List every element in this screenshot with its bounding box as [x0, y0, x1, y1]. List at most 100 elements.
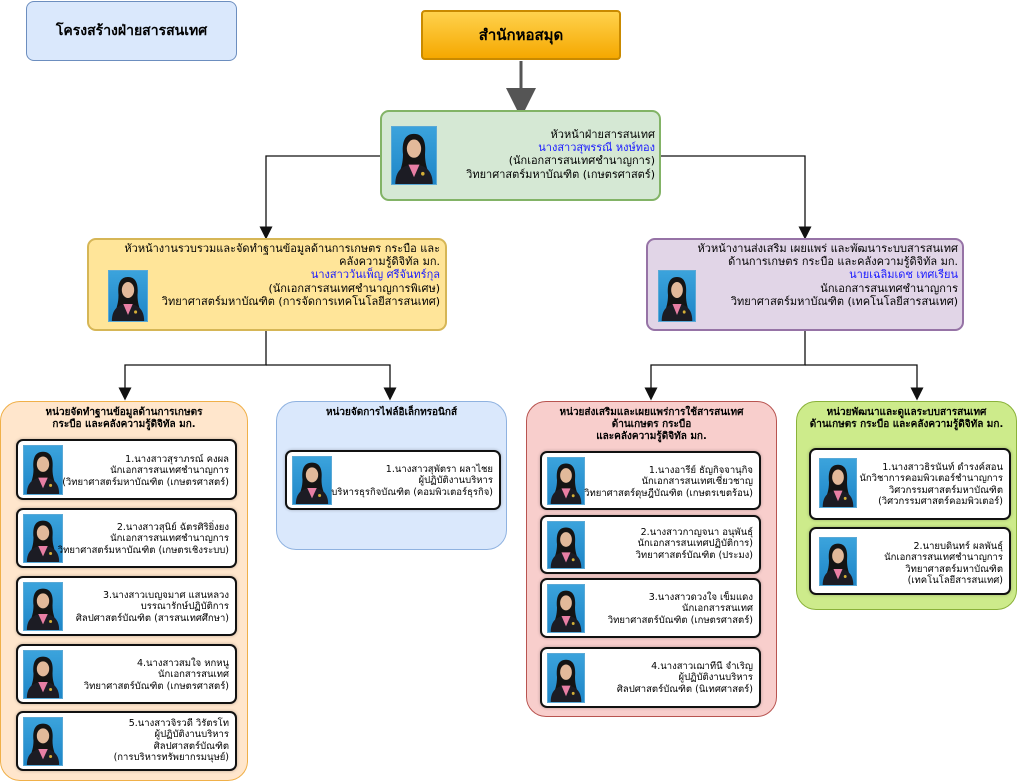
head-name: นางสาวสุพรรณี หงษ์ทอง: [538, 141, 655, 155]
portrait-icon: [395, 133, 433, 184]
member-position: ผู้ปฏิบัติงานบริหาร: [678, 672, 753, 684]
member-name: 2.นายบดินทร์ ผลพันธ์ุ: [913, 541, 1003, 552]
unit1-member-2-photo: [23, 514, 63, 563]
unit1-member-1: 1.นางสาวสุราภรณ์ คงผล นักเอกสารสนเทศชำนา…: [16, 439, 237, 500]
unit2-member-1-photo: [292, 456, 332, 505]
unit3-member-2-photo: [547, 521, 585, 569]
structure-label-box: โครงสร้างฝ่ายสารสนเทศ: [26, 1, 237, 61]
head-degree: วิทยาศาสตร์มหาบัณฑิต (เกษตรศาสตร์): [466, 167, 655, 181]
unit4-title-2: ด้านเกษตร กระบือ และคลังความรู้ดิจิทัล ม…: [809, 419, 1004, 430]
member-position: นักเอกสารสนเทศปฏิบัติการ): [637, 538, 753, 550]
member-position: นักเอกสารสนเทศชำนาญการ: [110, 465, 229, 477]
member-name: 1.นางสาวสุพัตรา ผลาไชย: [385, 464, 493, 475]
unit1-title-1: หน่วยจัดทำฐานข้อมูลด้านการเกษตร: [45, 407, 203, 418]
unit4-member-2: 2.นายบดินทร์ ผลพันธ์ุ นักเอกสารสนเทศชำนา…: [809, 527, 1011, 595]
arrow-head-to-left: [259, 155, 380, 240]
unit3-member-3: 3.นางสาวดวงใจ เข็มแดง นักเอกสารสนเทศ วิท…: [540, 578, 761, 638]
unit1-title-2: กระบือ และคลังความรู้ดิจิทัล มก.: [52, 419, 196, 430]
member-degree: ศิลปศาสตร์บัณฑิต (นิเทศศาสตร์): [616, 683, 753, 695]
right-manager-degree: วิทยาศาสตร์มหาบัณฑิต (เทคโนโลยีสารสนเทศ): [730, 294, 958, 308]
left-manager-title-1: หัวหน้างานรวบรวมและจัดทำฐานข้อมูลด้านการ…: [124, 242, 440, 255]
unit1-member-3-photo: [23, 582, 63, 631]
right-manager-name: นายเฉลิมเดช เทศเรียน: [849, 268, 958, 282]
unit3-member-2: 2.นางสาวกาญจนา อนุพันธุ์ นักเอกสารสนเทศป…: [540, 515, 761, 574]
member-degree: ศิลปศาสตร์บัณฑิต (สารสนเทศศึกษา): [75, 612, 229, 624]
head-box: หัวหน้าฝ่ายสารสนเทศ นางสาวสุพรรณี หงษ์ทอ…: [380, 110, 661, 201]
member-name: 3.นางสาวดวงใจ เข็มแดง: [648, 592, 753, 603]
left-manager-box: หัวหน้างานรวบรวมและจัดทำฐานข้อมูลด้านการ…: [87, 238, 447, 331]
member-degree: บริหารธุรกิจบัณฑิต (คอมพิวเตอร์ธุรกิจ): [331, 486, 493, 498]
member-name: 1.นางอารีย์ ธัญกิจจานุกิจ: [648, 465, 753, 476]
portrait-icon: [550, 659, 582, 702]
member-degree: (วิทยาศาสตร์มหาบัณฑิต (เกษตรศาสตร์): [62, 476, 229, 488]
head-position: (นักเอกสารสนเทศชำนาญการ): [508, 154, 655, 168]
unit4-title-1: หน่วยพัฒนาและดูแลระบบสารสนเทศ: [826, 407, 987, 418]
library-label: สำนักหอสมุด: [478, 26, 564, 44]
left-manager-title-2: คลังความรู้ดิจิทัล มก.: [339, 255, 440, 269]
portrait-icon: [26, 588, 60, 630]
member-position: นักเอกสารสนเทศชำนาญการ: [110, 533, 229, 545]
member-position: ผู้ปฏิบัติงานบริหาร: [154, 729, 229, 741]
member-position: นักวิชาการคอมพิวเตอร์ชำนาญการ: [859, 473, 1003, 485]
member-name: 1.นางสาวธิรนันท์ ดำรงค์สอน: [882, 462, 1003, 473]
member-degree: วิทยาศาสตร์บัณฑิต (เกษตรศาสตร์): [83, 680, 229, 692]
member-position: นักเอกสารสนเทศชำนาญการ: [884, 552, 1003, 564]
unit3-member-1: 1.นางอารีย์ ธัญกิจจานุกิจ นักเอกสารสนเทศ…: [540, 451, 761, 510]
arrow-left-to-unit2: [266, 364, 397, 401]
portrait-icon: [111, 277, 145, 321]
member-name: 4.นางสาวสมใจ หกหนู: [136, 658, 229, 669]
unit1-member-3: 3.นางสาวเบญจมาศ แสนหลวง บรรณารักษ์ปฏิบัต…: [16, 576, 237, 636]
portrait-icon: [26, 451, 60, 494]
portrait-icon: [26, 723, 60, 765]
unit3-member-4: 4.นางสาวเฌาทีนี จำเริญ ผู้ปฏิบัติงานบริห…: [540, 647, 761, 708]
head-photo: [391, 126, 437, 185]
member-name: 1.นางสาวสุราภรณ์ คงผล: [125, 454, 229, 465]
left-manager-degree: วิทยาศาสตร์มหาบัณฑิต (การจัดการเทคโนโลยี…: [161, 294, 440, 308]
unit1-member-5: 5.นางสาวจิรวดี วิรัตรโท ผู้ปฏิบัติงานบริ…: [16, 711, 237, 771]
member-degree: วิศวกรรมศาสตร์มหาบัณฑิต: [888, 484, 1003, 496]
head-title: หัวหน้าฝ่ายสารสนเทศ: [550, 128, 655, 141]
member-position: นักเอกสารสนเทศ: [681, 603, 753, 615]
member-degree: วิทยาศาสตร์บัณฑิต (ประมง): [635, 549, 753, 561]
unit3-title-3: และคลังความรู้ดิจิทัล มก.: [596, 431, 707, 442]
portrait-icon: [822, 464, 854, 507]
member-name: 2.นางสาวสุนิย์ ฉัตรศิริยิ่งยง: [116, 522, 229, 533]
unit3-title-1: หน่วยส่งเสริมและเผยแพร่การใช้สารสนเทศ: [559, 407, 744, 418]
right-manager-box: หัวหน้างานส่งเสริม เผยแพร่ และพัฒนาระบบส…: [646, 238, 964, 331]
structure-label: โครงสร้างฝ่ายสารสนเทศ: [55, 23, 208, 39]
right-manager-position: นักเอกสารสนเทศชำนาญการ: [820, 281, 958, 295]
arrow-head-to-right: [660, 155, 812, 240]
right-manager-title-2: ด้านการเกษตร กระบือ และคลังความรู้ดิจิทั…: [728, 255, 958, 269]
unit4-member-1: 1.นางสาวธิรนันท์ ดำรงค์สอน นักวิชาการคอม…: [809, 448, 1011, 520]
arrow-right-to-unit4: [805, 364, 924, 401]
unit1-member-4-photo: [23, 650, 63, 699]
unit2-member-1: 1.นางสาวสุพัตรา ผลาไชย ผู้ปฏิบัติงานบริห…: [285, 450, 501, 510]
member-degree: วิทยาศาสตร์บัณฑิต (เกษตรศาสตร์): [607, 614, 753, 626]
library-box: สำนักหอสมุด: [421, 10, 621, 60]
member-degree: วิทยาศาสตร์มหาบัณฑิต: [905, 563, 1003, 575]
arrow-right-to-unit3: [644, 331, 806, 401]
member-degree: วิทยาศาสตร์มหาบัณฑิต (เกษตรเชิงระบบ): [57, 544, 229, 556]
member-position: นักเอกสารสนเทศ: [157, 669, 229, 681]
unit1-member-5-photo: [23, 717, 63, 766]
member-degree-extra: (การบริหารทรัพยากรมนุษย์): [113, 752, 229, 764]
arrow-left-to-unit1: [118, 331, 267, 401]
member-name: 3.นางสาวเบญจมาศ แสนหลวง: [102, 590, 229, 601]
unit4-member-2-photo: [819, 537, 857, 586]
member-position: นักเอกสารสนเทศเชี่ยวชาญ: [641, 476, 754, 488]
member-degree: วิทยาศาสตร์ดุษฎีบัณฑิต (เกษตรเขตร้อน): [584, 487, 753, 499]
member-degree-extra: (เทคโนโลยีสารสนเทศ): [907, 575, 1003, 587]
portrait-icon: [550, 527, 582, 568]
member-position: ผู้ปฏิบัติงานบริหาร: [418, 475, 493, 487]
portrait-icon: [550, 590, 582, 632]
member-name: 4.นางสาวเฌาทีนี จำเริญ: [651, 661, 753, 672]
portrait-icon: [550, 463, 582, 504]
unit3-member-1-photo: [547, 457, 585, 505]
left-manager-position: (นักเอกสารสนเทศชำนาญการพิเศษ): [268, 281, 440, 295]
member-degree: ศิลปศาสตร์บัณฑิต: [153, 740, 229, 752]
member-degree-extra: (วิศวกรรมศาสตร์คอมพิวเตอร์): [878, 496, 1003, 508]
unit3-member-4-photo: [547, 653, 585, 703]
member-name: 2.นางสาวกาญจนา อนุพันธุ์: [640, 527, 753, 538]
portrait-icon: [26, 520, 60, 562]
